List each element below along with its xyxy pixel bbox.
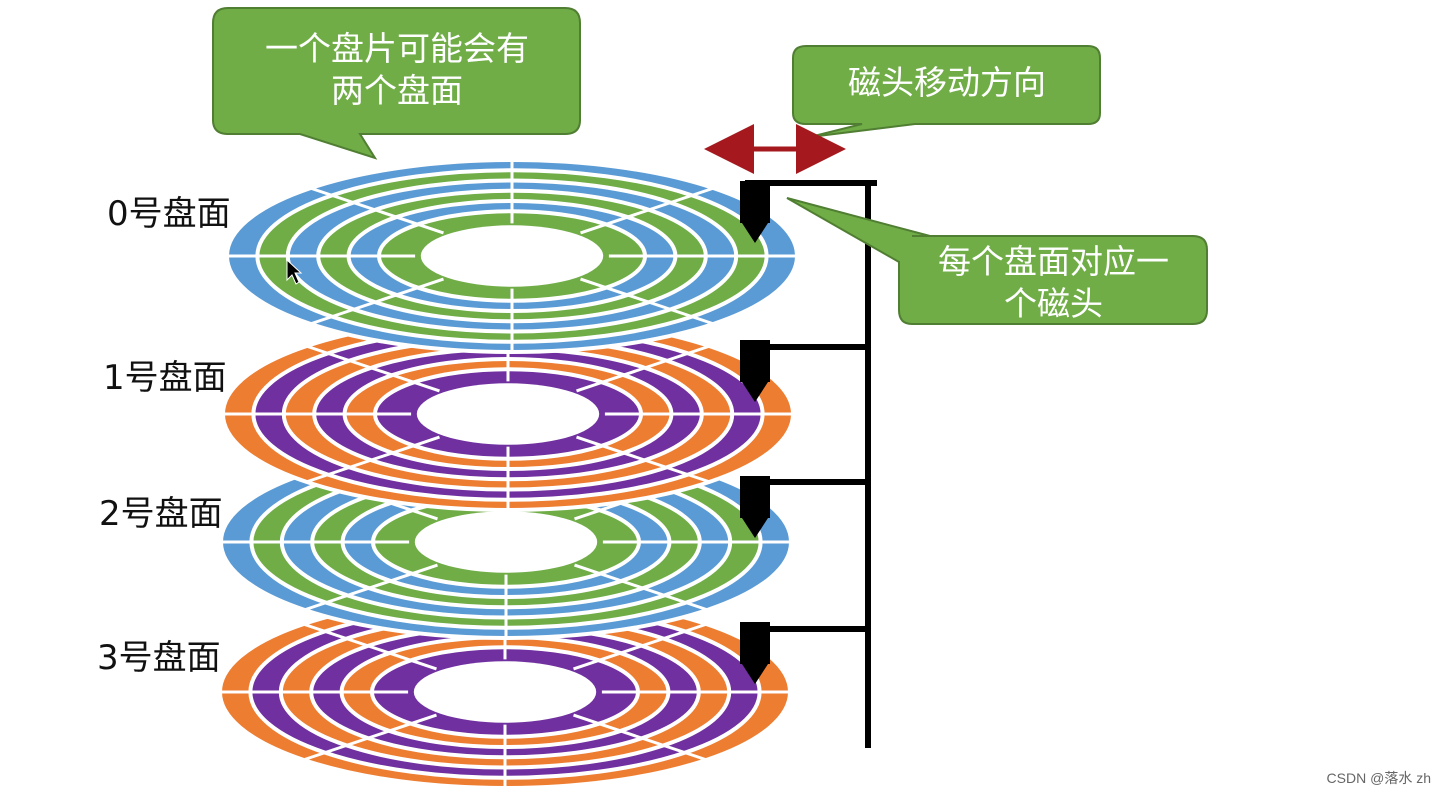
sector-divider bbox=[574, 563, 709, 612]
sector-divider bbox=[302, 622, 437, 671]
surface-label-0: 0号盘面 bbox=[107, 194, 231, 234]
sector-divider bbox=[573, 713, 708, 762]
spindle-hole bbox=[420, 225, 604, 287]
surface-label-2: 2号盘面 bbox=[99, 494, 223, 534]
callout-line: 两个盘面 bbox=[331, 71, 463, 110]
callout-two-surfaces-text: 一个盘片可能会有 两个盘面 bbox=[215, 28, 579, 112]
sector-divider bbox=[302, 713, 437, 762]
callout-line: 个磁头 bbox=[1004, 284, 1103, 323]
sector-divider bbox=[573, 622, 708, 671]
callout-one-head-per-surface bbox=[786, 197, 1208, 325]
callout-head-direction-text: 磁头移动方向 bbox=[848, 63, 1046, 102]
read-write-head-3 bbox=[740, 622, 770, 684]
read-write-head-2 bbox=[740, 476, 770, 538]
spindle-hole bbox=[414, 511, 598, 573]
sector-divider bbox=[305, 344, 440, 393]
sector-divider bbox=[305, 435, 440, 484]
spindle-hole bbox=[416, 383, 600, 445]
callout-line: 每个盘面对应一 bbox=[938, 242, 1169, 281]
sector-divider bbox=[309, 186, 444, 235]
spindle-hole bbox=[413, 661, 597, 723]
watermark: CSDN @落水 zh bbox=[1326, 770, 1431, 786]
surface-label-1: 1号盘面 bbox=[103, 358, 227, 398]
read-write-head-1 bbox=[740, 340, 770, 402]
sector-divider bbox=[303, 563, 438, 612]
callout-two-surfaces bbox=[212, 7, 581, 160]
callout-head-direction bbox=[792, 45, 1101, 138]
platter-1 bbox=[221, 316, 795, 512]
sector-divider bbox=[580, 186, 715, 235]
surface-label-3: 3号盘面 bbox=[97, 638, 221, 678]
sector-divider bbox=[580, 277, 715, 326]
sector-divider bbox=[309, 277, 444, 326]
callout-line: 一个盘片可能会有 bbox=[265, 29, 529, 68]
mouse-cursor-icon bbox=[286, 258, 303, 285]
sector-divider bbox=[576, 344, 711, 393]
platter-0 bbox=[225, 158, 799, 354]
callout-one-head-per-surface-text: 每个盘面对应一 个磁头 bbox=[901, 241, 1206, 325]
read-write-head-0 bbox=[740, 181, 770, 243]
sector-divider bbox=[576, 435, 711, 484]
platter-3 bbox=[218, 594, 792, 790]
